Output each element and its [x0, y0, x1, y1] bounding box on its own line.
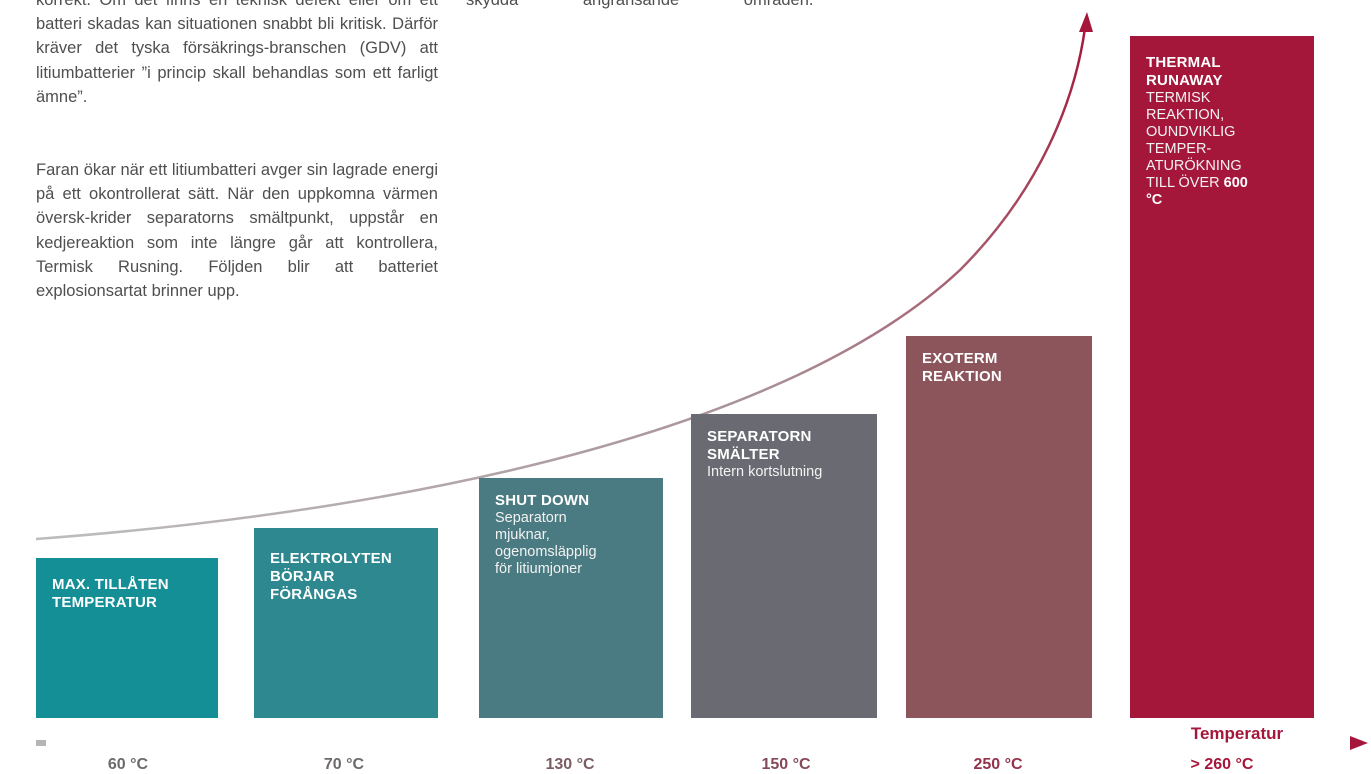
temperature-tick-label: 60 °C [107, 756, 149, 773]
stage-title: MAX. TILLÅTEN TEMPERATUR [52, 576, 169, 611]
stage-description: TERMISK REAKTION, OUNDVIKLIG TEMPER-ATUR… [1146, 90, 1248, 208]
temperature-tick-label: 130 °C [545, 756, 595, 773]
axis-arrowhead [1350, 736, 1368, 750]
temperature-tick-label: 250 °C [973, 756, 1023, 773]
temperature-tick-label: 70 °C [323, 756, 365, 773]
stage-title: ELEKTROLYTEN BÖRJAR FÖRÅNGAS [270, 550, 392, 603]
stage-title: SEPARATORN SMÄLTER [707, 428, 812, 463]
temperature-tick-label: 150 °C [761, 756, 811, 773]
curve-arrowhead [1079, 12, 1093, 32]
axis-title: Temperatur [1190, 724, 1284, 743]
stage-title: SHUT DOWN [495, 492, 590, 509]
stage-bar: ELEKTROLYTEN BÖRJAR FÖRÅNGAS [254, 528, 438, 718]
stage-description-highlight: 600 °C [1146, 175, 1248, 208]
stage-bar: EXOTERM REAKTION [906, 336, 1092, 718]
rising-temperature-line [35, 27, 1087, 541]
temperature-tick-label: > 260 °C [1190, 756, 1254, 773]
intro-paragraph: korrekt. Om det finns en teknisk defekt … [36, 0, 438, 106]
stage-title: THERMAL RUNAWAY [1146, 54, 1223, 89]
stage-bar: MAX. TILLÅTEN TEMPERATUR [36, 558, 218, 718]
danger-paragraph: Faran ökar när ett litiumbatteri avger s… [36, 161, 438, 301]
intro-paragraph-continued: skydda angränsande områden. [466, 0, 814, 9]
stage-description: Intern kortslutning [707, 464, 823, 480]
stage-description: Separatorn mjuknar, ogenomsläpplig för l… [495, 510, 597, 577]
axis-start-marker [36, 740, 46, 746]
stage-title: EXOTERM REAKTION [922, 350, 1002, 385]
